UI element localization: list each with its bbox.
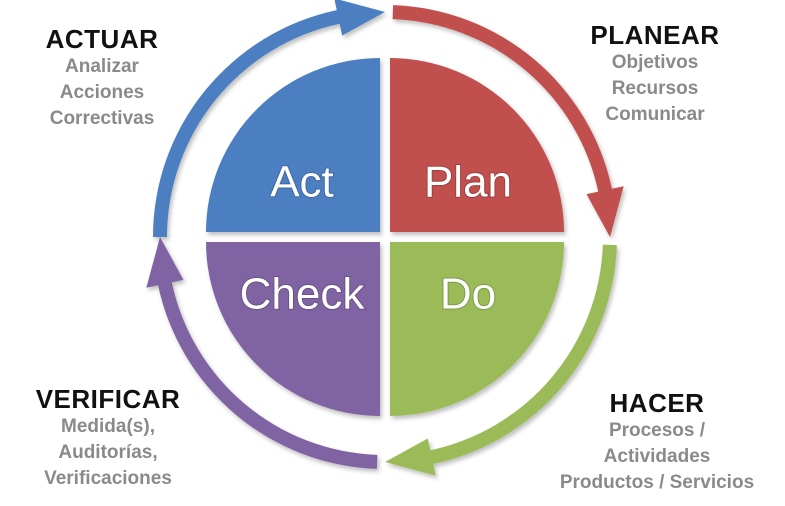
cycle-arrows <box>146 0 624 476</box>
planear-item: Recursos <box>611 78 699 99</box>
arrow-act-to-plan <box>153 0 385 237</box>
actuar-phase: ACTUAR Analizar Acciones Correctivas <box>22 24 182 132</box>
hacer-title: HACER <box>609 388 705 418</box>
hacer-item: Productos / Servicios <box>559 472 755 493</box>
plan-label: Plan <box>424 158 512 207</box>
verificar-item: Auditorías, <box>58 442 158 463</box>
arrow-check-to-act <box>146 237 378 469</box>
actuar-item: Acciones <box>59 82 145 103</box>
actuar-title: ACTUAR <box>45 24 159 54</box>
check-quadrant <box>206 242 380 416</box>
planear-item: Comunicar <box>605 104 705 125</box>
hacer-item: Actividades <box>603 446 711 467</box>
planear-title: PLANEAR <box>590 20 720 50</box>
verificar-item: Medida(s), <box>61 416 155 437</box>
do-quadrant <box>390 242 564 416</box>
actuar-item: Analizar <box>65 56 139 77</box>
planear-item: Objetivos <box>611 52 699 73</box>
check-label: Check <box>240 270 366 319</box>
arrow-plan-to-do <box>392 5 624 238</box>
act-quadrant <box>206 58 380 232</box>
hacer-phase: HACER Procesos / Actividades Productos /… <box>532 388 782 496</box>
verificar-phase: VERIFICAR Medida(s), Auditorías, Verific… <box>18 384 198 492</box>
arrow-do-to-check <box>385 244 617 476</box>
verificar-title: VERIFICAR <box>35 384 181 414</box>
hacer-item: Procesos / <box>608 420 706 441</box>
verificar-item: Verificaciones <box>44 468 172 489</box>
do-label: Do <box>440 270 496 319</box>
plan-quadrant <box>390 58 564 232</box>
planear-phase: PLANEAR Objetivos Recursos Comunicar <box>570 20 740 128</box>
act-label: Act <box>270 158 334 207</box>
actuar-item: Correctivas <box>49 108 155 129</box>
